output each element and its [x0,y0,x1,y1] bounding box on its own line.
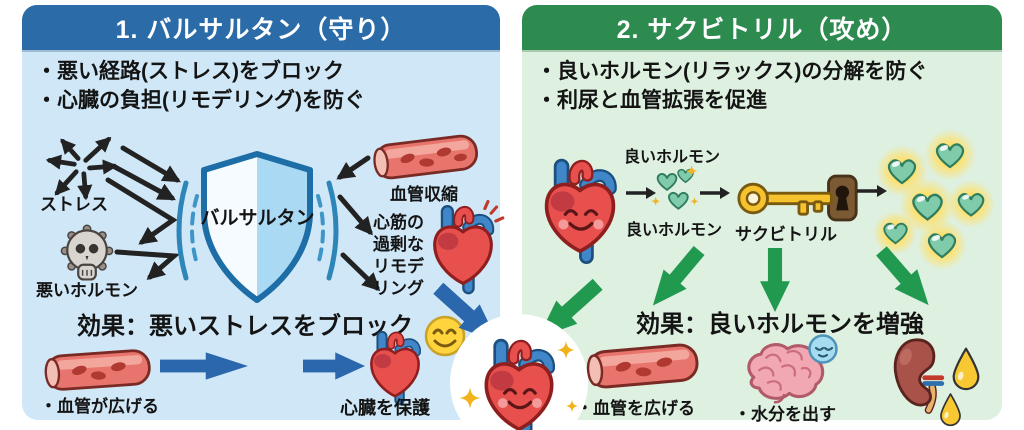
skull-icon [60,224,114,286]
protected-heart-badge [450,314,588,430]
green-arrow-down-right [865,236,945,319]
green-arrow-down-left [636,236,716,319]
heart-icon [362,326,428,406]
remodeling-line-2: 過剰な [373,235,424,254]
heart-protect-label: 心臓を保護 [340,398,430,418]
shield-valsartan-label: バルサルタン [200,208,315,229]
black-arrow-right [856,184,888,198]
kidney-icon [890,336,948,414]
shield-icon [170,148,345,313]
water-drop-icon [938,392,963,427]
valsartan-bullet-1: ・悪い経路(ストレス)をブロック [36,60,344,83]
black-arrow-right [626,186,656,200]
green-hearts-cluster-icon [873,129,995,270]
happy-heart-icon [534,146,626,268]
blood-vessel-icon [40,340,155,400]
water-drop-icon [950,346,982,391]
sacubitril-bullet-1: ・良いホルモン(リラックス)の分解を防ぐ [536,60,928,83]
valsartan-panel: 1. バルサルタン（守り） ・悪い経路(ストレス)をブロック ・心臓の負担(リモ… [22,5,505,420]
remodeling-line-3: リモデ [373,257,424,276]
sparkle-icon [450,314,588,430]
bad-hormone-label: 悪いホルモン [36,281,138,300]
green-arrow-down [753,248,797,312]
blood-vessel-icon [366,126,487,188]
sacubitril-panel: 2. サクビトリル（攻め） ・良いホルモン(リラックス)の分解を防ぐ ・利尿と血… [522,5,1002,427]
brain-icon [738,340,830,404]
blood-vessel-icon [582,333,704,399]
stressed-heart-icon [424,196,505,296]
valsartan-bullets: ・悪い経路(ストレス)をブロック ・心臓の負担(リモデリング)を防ぐ [36,57,365,115]
valsartan-panel-title: 1. バルサルタン（守り） [22,5,500,50]
good-hormone-label-top: 良いホルモン [624,149,721,166]
valsartan-effect-text: 効果：悪いストレスをブロック [77,313,413,340]
remodeling-line-4: リング [373,279,424,298]
blue-arrow-right [160,346,248,386]
sacubitril-effect-text: 効果：良いホルモンを増強 [636,311,924,338]
stress-label: ストレス [40,195,108,214]
smiley-face-icon [424,315,466,357]
green-heart-icon [650,160,702,215]
vessel-widen-label: ・血管が広げる [40,397,159,416]
valsartan-bullet-2: ・心臓の負担(リモデリング)を防ぐ [36,89,365,112]
sacubitril-panel-title: 2. サクビトリル（攻め） [522,5,1002,50]
water-out-label: ・水分を出す [734,405,836,424]
sacubitril-bullets: ・良いホルモン(リラックス)の分解を防ぐ ・利尿と血管拡張を促進 [536,57,927,115]
remodeling-line-1: 心筋の [373,213,424,232]
blue-arrow-right [303,346,365,386]
starburst-arrows-icon [30,128,130,208]
happy-heart-icon [474,330,564,430]
blocked-pathway-arrows-icon [22,5,500,420]
relaxed-face-icon [808,334,838,364]
black-arrow-right [700,186,730,200]
vasoconstriction-label: 血管収縮 [390,185,458,204]
vessel-dilate-label: ・血管を広げる [576,399,695,418]
sacubitril-bullet-2: ・利尿と血管拡張を促進 [536,89,767,112]
key-icon [736,168,860,228]
sacubitril-key-label: サクビトリル [735,225,837,244]
remodeling-label: 心筋の 過剰な リモデ リング [373,212,424,300]
good-hormone-label-bottom: 良いホルモン [626,222,723,239]
